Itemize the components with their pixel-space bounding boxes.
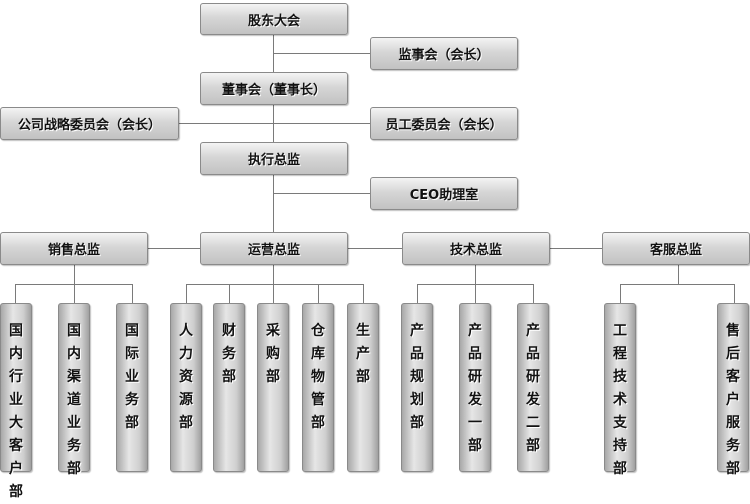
department-label: 人力资源部: [179, 323, 193, 431]
connector: [273, 53, 370, 54]
service-director-node: 客服总监: [602, 232, 750, 265]
department-label: 国内渠道业务部: [67, 323, 81, 477]
connector: [363, 284, 364, 303]
department-label: 财务部: [222, 323, 236, 385]
connector: [273, 193, 370, 194]
staff-committee-node: 员工委员会（会长）: [370, 107, 518, 140]
department-node: 国际业务部: [116, 303, 148, 472]
operations-director-node: 运营总监: [200, 232, 348, 265]
department-node: 人力资源部: [170, 303, 202, 472]
connector: [318, 284, 319, 303]
strategy-committee-node: 公司战略委员会（会长）: [0, 107, 179, 140]
department-node: 工程技术支持部: [604, 303, 636, 477]
department-label: 国内行业大客户部: [9, 323, 23, 500]
board-node: 董事会（董事长）: [200, 72, 348, 105]
department-node: 仓库物管部: [302, 303, 334, 472]
supervisors-node: 监事会（会长）: [370, 37, 518, 70]
department-label: 产品研发二部: [526, 323, 540, 454]
department-node: 产品研发一部: [459, 303, 491, 472]
department-label: 产品研发一部: [468, 323, 482, 454]
connector: [620, 284, 735, 285]
connector: [273, 34, 274, 232]
ceo-office-node: CEO助理室: [370, 177, 518, 210]
connector: [273, 264, 274, 303]
department-node: 产品规划部: [401, 303, 433, 472]
department-label: 仓库物管部: [311, 323, 325, 431]
connector: [132, 284, 133, 303]
department-label: 产品规划部: [410, 323, 424, 431]
department-node: 财务部: [213, 303, 245, 472]
connector: [186, 284, 187, 303]
tech-director-node: 技术总监: [402, 232, 550, 265]
department-label: 工程技术支持部: [613, 323, 627, 477]
department-node: 售后客户服务部: [717, 303, 749, 477]
executive-node: 执行总监: [200, 142, 348, 175]
connector: [533, 284, 534, 303]
department-label: 售后客户服务部: [726, 323, 740, 477]
connector: [417, 284, 418, 303]
department-label: 国际业务部: [125, 323, 139, 431]
connector: [678, 264, 679, 284]
connector: [417, 284, 534, 285]
connector: [229, 284, 230, 303]
department-node: 国内渠道业务部: [58, 303, 90, 477]
department-node: 采购部: [257, 303, 289, 472]
department-label: 采购部: [266, 323, 280, 385]
department-label: 生产部: [356, 323, 370, 385]
connector: [475, 264, 476, 303]
connector: [620, 284, 621, 303]
connector: [186, 284, 364, 285]
connector: [15, 284, 16, 303]
department-node: 产品研发二部: [517, 303, 549, 472]
shareholders-node: 股东大会: [200, 3, 348, 35]
connector: [734, 284, 735, 303]
sales-director-node: 销售总监: [0, 232, 148, 265]
department-node: 生产部: [347, 303, 379, 472]
department-node: 国内行业大客户部: [0, 303, 32, 500]
connector: [147, 248, 602, 249]
connector: [74, 264, 75, 284]
connector: [178, 123, 370, 124]
connector: [74, 284, 75, 303]
